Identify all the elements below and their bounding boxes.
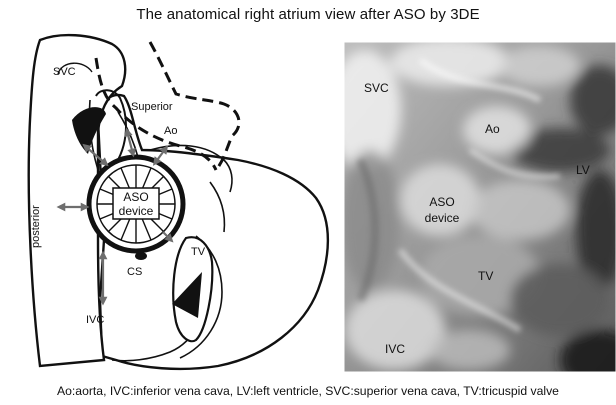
echo-label-ao: Ao bbox=[485, 122, 500, 136]
schematic-label-superior: Superior bbox=[131, 101, 173, 113]
schematic-label-cs: CS bbox=[127, 266, 142, 278]
schematic-label-tv: TV bbox=[191, 246, 206, 258]
schematic-label-svc: SVC bbox=[53, 66, 76, 78]
schematic-diagram: ASO device SVC Superior Ao posterior TV … bbox=[29, 35, 328, 369]
schematic-label-ao: Ao bbox=[164, 125, 177, 137]
schematic-label-ivc: IVC bbox=[86, 314, 104, 326]
schematic-device-label-line1: ASO bbox=[123, 190, 148, 204]
echo-label-device-line2: device bbox=[425, 211, 460, 225]
schematic-device-label-line2: device bbox=[119, 204, 154, 218]
echo-label-device-line1: ASO bbox=[429, 195, 454, 209]
echo-label-tv: TV bbox=[478, 269, 493, 283]
echo-image-3de: SVC Ao LV ASO device TV IVC bbox=[329, 38, 616, 390]
echo-label-svc: SVC bbox=[364, 81, 389, 95]
echo-label-lv: LV bbox=[576, 163, 590, 177]
schematic-label-posterior: posterior bbox=[30, 205, 42, 248]
figure-caption: Ao:aorta, IVC:inferior vena cava, LV:lef… bbox=[0, 384, 616, 398]
echo-label-ivc: IVC bbox=[385, 342, 405, 356]
